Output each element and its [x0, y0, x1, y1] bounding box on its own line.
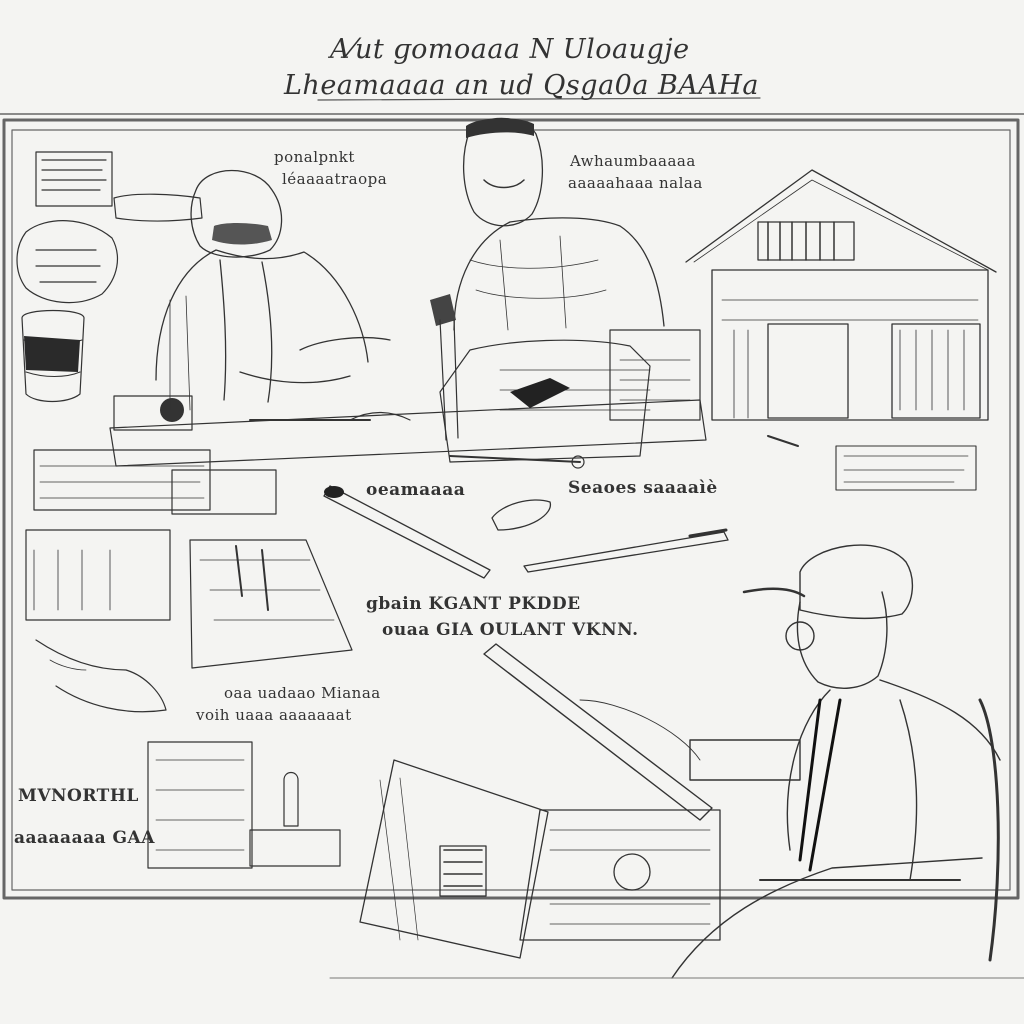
label-top-center-1: ponalpnkt [274, 148, 355, 166]
label-top-center-2: léaaaatraopa [282, 170, 388, 188]
title-line-2: Lheamaaaa an ud Qsga0a BAAHa [284, 70, 760, 101]
right-tag [767, 435, 977, 491]
man-center-figure [453, 117, 665, 331]
title-line-1: A⁄ut ɡomoaaa N Uloaugje [330, 34, 690, 65]
label-center-block-2: ouaa GIA OULANT VKNN. [382, 620, 639, 640]
label-top-right-1: Awhaumbaaaaa [570, 152, 696, 170]
central-workbench [109, 294, 707, 469]
left-machinery [25, 449, 353, 713]
label-top-right-2: aaaaahaaa nalaa [568, 174, 703, 192]
label-left-bottom-2: aaaaaaaa GAA [14, 828, 155, 848]
title-underline [317, 97, 761, 101]
label-left-bottom-1: MVNORTHL [18, 786, 139, 806]
old-man-figure [483, 544, 1001, 979]
label-middle-right: Seaoes saaaaìè [568, 478, 718, 498]
lower-left-shop [147, 741, 341, 869]
lower-document [359, 759, 721, 959]
label-lower-center-1: oaa uadaao Mianaa [224, 684, 381, 702]
label-middle-left: oeamaaaa [366, 480, 466, 500]
house-sketch [685, 169, 997, 421]
center-tools [323, 485, 729, 579]
label-lower-center-2: voih uaaa aaaaaaat [196, 706, 352, 724]
top-left-sketches [16, 151, 203, 431]
board-frame [0, 113, 1024, 900]
label-center-block-1: gbain KGANT PKDDE [366, 594, 581, 614]
woman-figure [155, 170, 391, 411]
